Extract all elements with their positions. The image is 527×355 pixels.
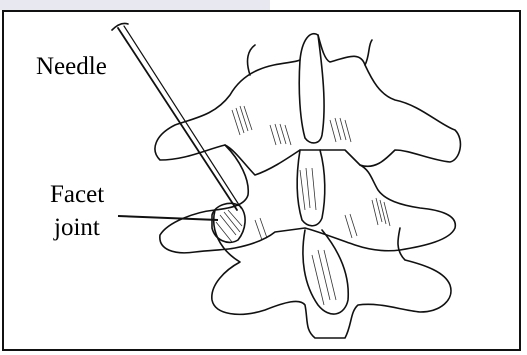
needle-label: Needle bbox=[36, 53, 107, 81]
needle bbox=[112, 23, 241, 210]
lower-vertebra bbox=[212, 210, 451, 338]
facet-leader-line bbox=[118, 216, 218, 220]
upper-spinous-process bbox=[299, 35, 324, 143]
middle-spinous-process bbox=[297, 150, 325, 226]
facet-joint-label-line1: Facet bbox=[50, 181, 104, 209]
shading-hatch bbox=[216, 106, 390, 305]
lower-spinous-process bbox=[303, 230, 348, 314]
facet-joint-label-line2: joint bbox=[54, 214, 100, 242]
